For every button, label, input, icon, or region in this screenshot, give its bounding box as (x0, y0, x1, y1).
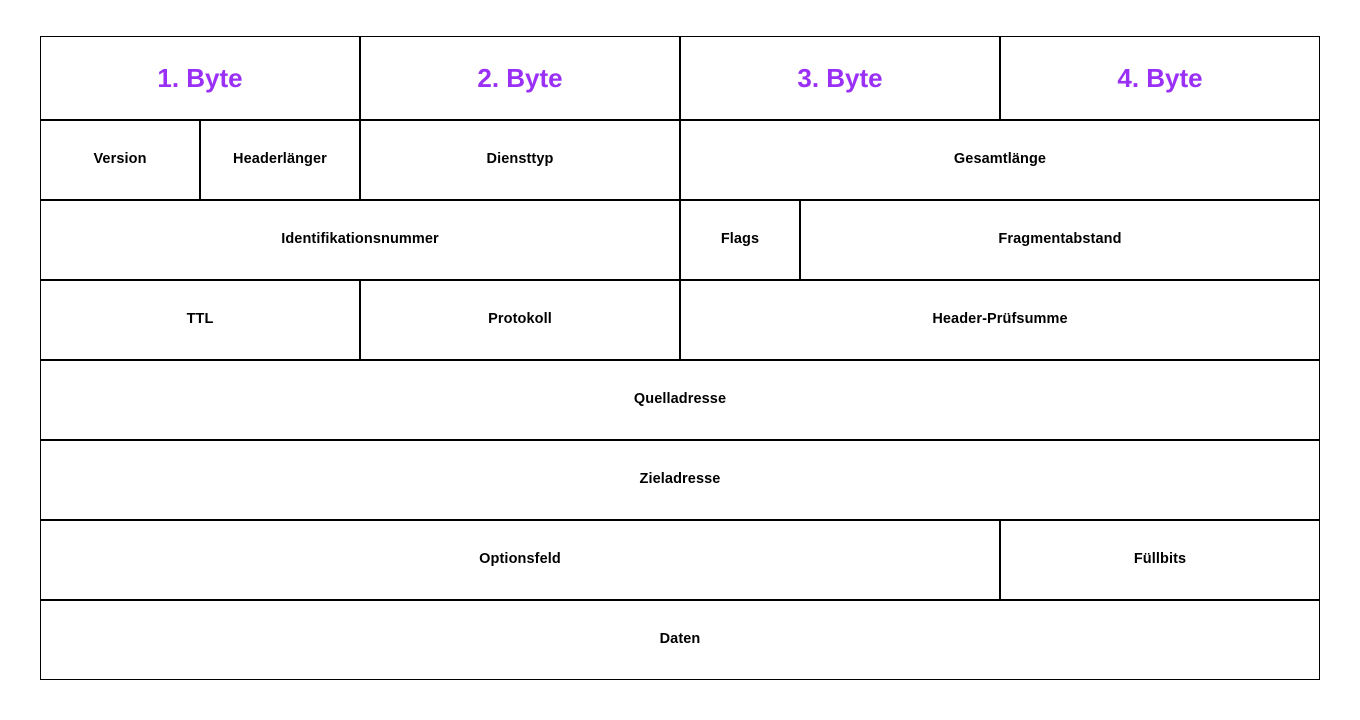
byte-header-cell-4: 4. Byte (1000, 36, 1320, 120)
field-row-ttl: TTL Protokoll Header-Prüfsumme (40, 280, 1320, 360)
field-row-source-address: Quelladresse (40, 360, 1320, 440)
byte-header-label-4: 4. Byte (1117, 62, 1203, 93)
field-cell-identification: Identifikationsnummer (40, 200, 680, 280)
field-row-data: Daten (40, 600, 1320, 680)
byte-header-cell-3: 3. Byte (680, 36, 1000, 120)
field-label-protocol: Protokoll (488, 311, 552, 328)
field-label-data: Daten (659, 631, 701, 648)
field-label-header-checksum: Header-Prüfsumme (932, 311, 1068, 328)
field-label-destination-address: Zieladresse (639, 471, 721, 488)
field-cell-flags: Flags (680, 200, 800, 280)
field-cell-options: Optionsfeld (40, 520, 1000, 600)
byte-header-label-2: 2. Byte (477, 62, 563, 93)
field-cell-service-type: Diensttyp (360, 120, 680, 200)
field-cell-header-checksum: Header-Prüfsumme (680, 280, 1320, 360)
field-cell-header-length: Headerlänger (200, 120, 360, 200)
byte-header-label-1: 1. Byte (157, 62, 243, 93)
field-row-identification: Identifikationsnummer Flags Fragmentabst… (40, 200, 1320, 280)
field-label-ttl: TTL (186, 311, 214, 328)
field-cell-data: Daten (40, 600, 1320, 680)
field-row-options: Optionsfeld Füllbits (40, 520, 1320, 600)
field-label-padding: Füllbits (1133, 551, 1187, 568)
field-label-fragment-offset: Fragmentabstand (998, 231, 1122, 248)
field-cell-fragment-offset: Fragmentabstand (800, 200, 1320, 280)
field-label-source-address: Quelladresse (633, 391, 727, 408)
field-cell-padding: Füllbits (1000, 520, 1320, 600)
field-label-identification: Identifikationsnummer (281, 231, 439, 248)
field-row-destination-address: Zieladresse (40, 440, 1320, 520)
field-cell-protocol: Protokoll (360, 280, 680, 360)
field-label-total-length: Gesamtlänge (953, 151, 1047, 168)
field-cell-source-address: Quelladresse (40, 360, 1320, 440)
byte-header-cell-1: 1. Byte (40, 36, 360, 120)
field-cell-ttl: TTL (40, 280, 360, 360)
field-label-version: Version (93, 151, 147, 168)
field-cell-destination-address: Zieladresse (40, 440, 1320, 520)
field-cell-total-length: Gesamtlänge (680, 120, 1320, 200)
field-cell-version: Version (40, 120, 200, 200)
field-label-flags: Flags (720, 231, 760, 248)
byte-header-row: 1. Byte 2. Byte 3. Byte 4. Byte (40, 36, 1320, 120)
field-label-service-type: Diensttyp (486, 151, 554, 168)
field-row-version: Version Headerlänger Diensttyp Gesamtlän… (40, 120, 1320, 200)
field-label-options: Optionsfeld (479, 551, 561, 568)
field-label-header-length: Headerlänger (233, 151, 327, 168)
byte-header-label-3: 3. Byte (797, 62, 883, 93)
byte-header-cell-2: 2. Byte (360, 36, 680, 120)
ipv4-header-diagram: 1. Byte 2. Byte 3. Byte 4. Byte Version … (40, 36, 1320, 680)
